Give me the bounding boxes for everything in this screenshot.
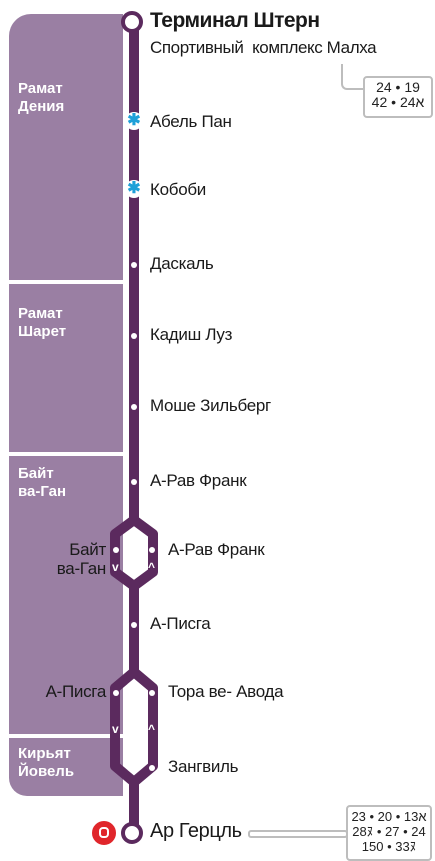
bus-lines-row: 23 • 20 • א13 [351,809,427,824]
bus-box-connector [248,830,348,838]
stop-label[interactable]: А-Писга [150,614,211,633]
neighborhood-band-kiryat-yovel [9,738,123,796]
stop-dot [131,262,137,268]
direction-up-icon: ^ [148,560,156,574]
stop-label[interactable]: Моше Зильберг [150,396,271,415]
terminal-start-subtitle: Спортивный комплекс Малха [150,38,377,57]
bus-lines-row: 42 • א24 [371,94,425,110]
neighborhood-label: Рамат Дения [18,80,65,115]
route-line [129,790,139,830]
bus-lines-box: 23 • 20 • א13 28ﾇ • 27 • 24 150 • 33ﾇ [346,805,432,861]
bus-lines-box: 24 • 19 42 • א24 [363,76,433,118]
bus-lines-row: 28ﾇ • 27 • 24 [352,824,426,839]
stop-dot [113,690,119,696]
route-line [129,20,139,520]
stop-label[interactable]: А-Рав Франк [150,471,247,490]
neighborhood-band-bayit-vagan [9,456,123,734]
stop-label[interactable]: А-Рав Франк [168,540,265,559]
stop-dot [149,765,155,771]
direction-down-icon: v [112,722,119,736]
neighborhood-band-ramat-denia [9,14,123,280]
bus-lines-row: 150 • 33ﾇ [361,839,417,854]
neighborhood-label: Байт ва-Ган [18,465,67,500]
stop-label[interactable]: Даскаль [150,254,214,273]
stop-label[interactable]: Байт ва-Ган [56,540,107,578]
terminal-end-title[interactable]: Ар Герцль [150,820,242,842]
accessible-icon: ✱ [125,112,143,130]
stop-label[interactable]: А-Писга [45,682,107,701]
terminal-start-title: Терминал Штерн [150,9,320,32]
direction-up-icon: ^ [148,722,156,736]
stop-dot [149,690,155,696]
stop-label[interactable]: Зангвиль [168,757,239,776]
stop-label[interactable]: Кадиш Луз [150,325,233,344]
accessible-icon: ✱ [125,180,143,198]
stop-dot [131,479,137,485]
stop-dot [131,333,137,339]
terminal-end-marker [121,822,143,844]
stop-label[interactable]: Кобоби [150,180,206,199]
stop-label[interactable]: Тора ве- Авода [168,682,284,701]
terminal-start-marker [121,11,143,33]
neighborhood-band-ramat-sharet [9,284,123,452]
stop-label[interactable]: Абель Пан [150,112,232,131]
neighborhood-label: Рамат Шарет [18,305,67,340]
bus-box-connector [341,64,367,90]
bus-lines-row: 24 • 19 [376,79,420,95]
stop-dot [131,622,137,628]
stop-dot [149,547,155,553]
stop-dot [113,547,119,553]
neighborhood-label: Кирьят Йовель [18,745,75,780]
route-split-loop [110,660,158,795]
direction-down-icon: v [112,560,119,574]
stop-dot [131,404,137,410]
route-split-loop [110,512,158,594]
metro-icon [92,821,116,845]
